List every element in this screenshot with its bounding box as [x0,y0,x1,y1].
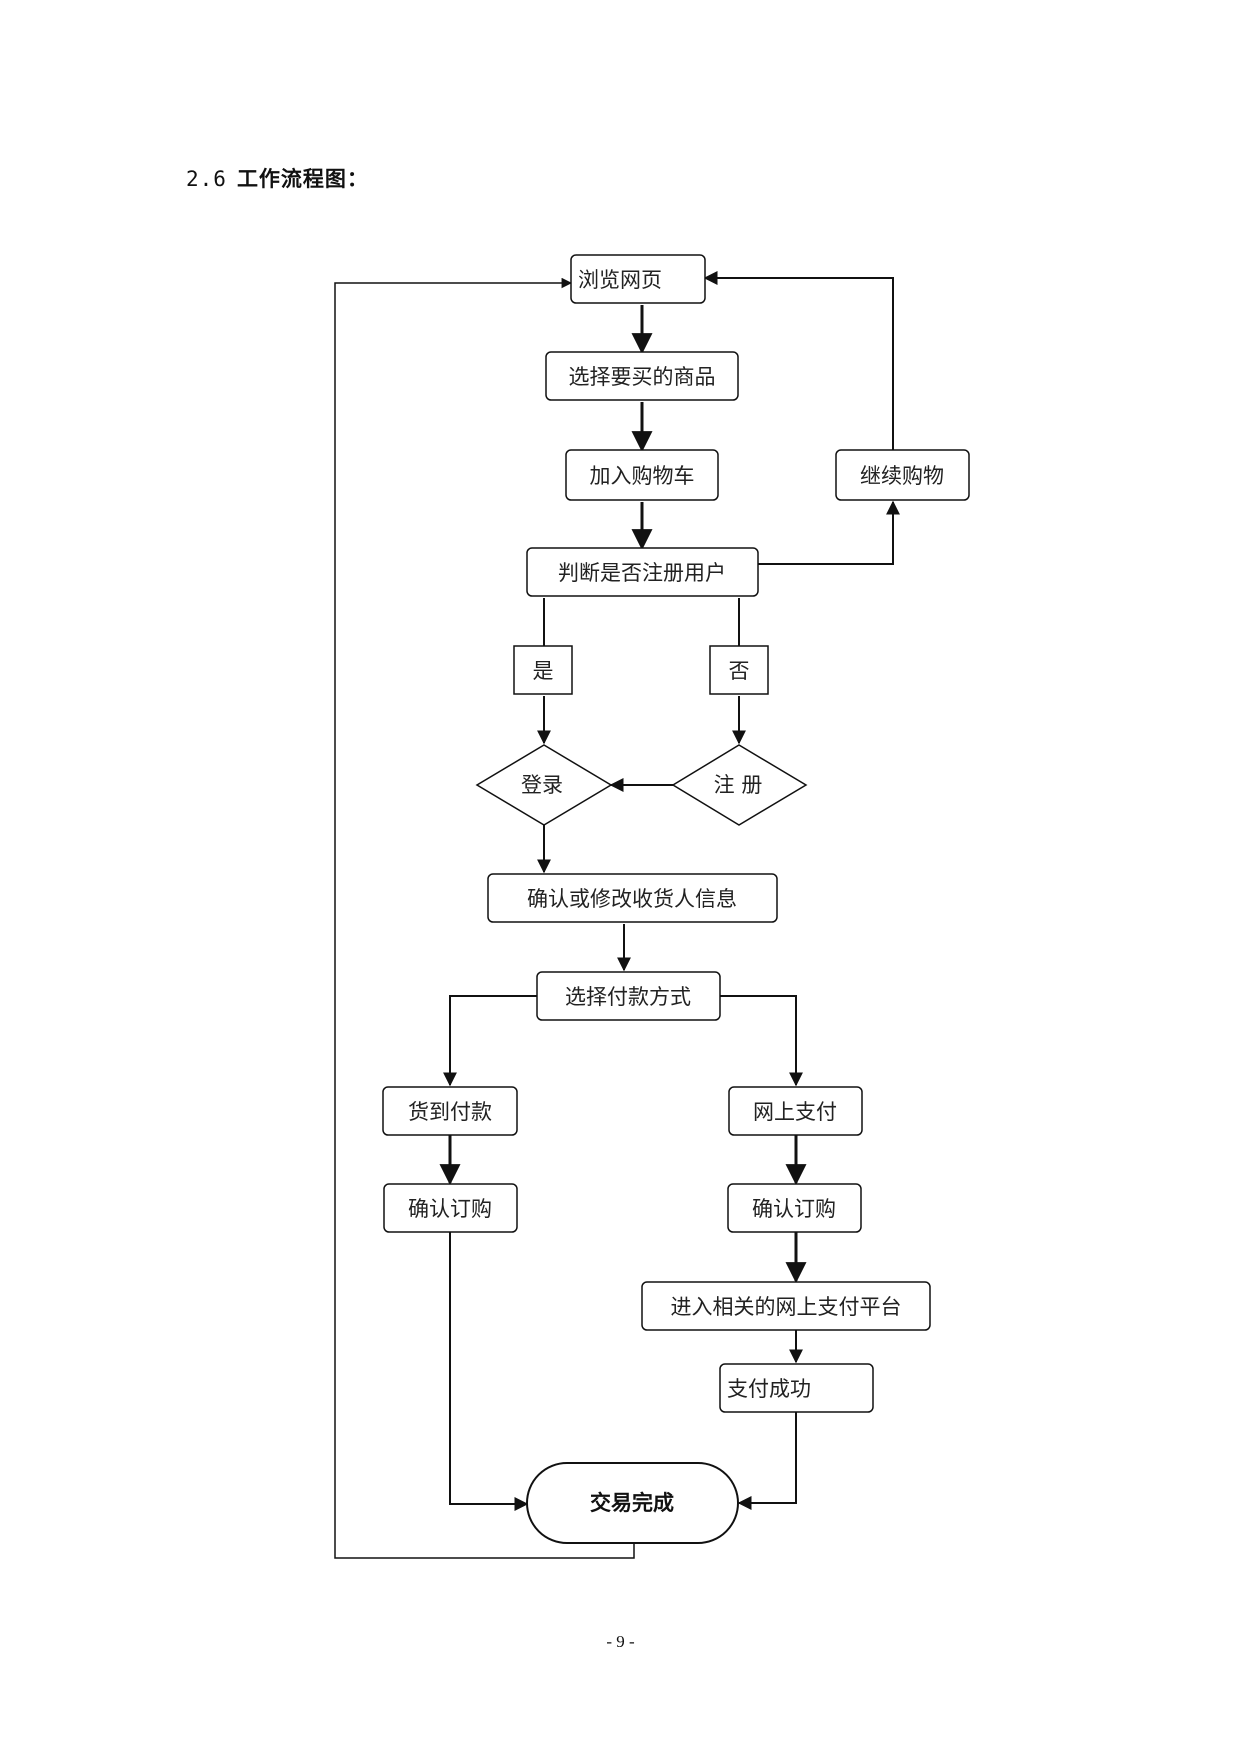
section-number: 2.6 [186,167,227,191]
node-select-goods-label: 选择要买的商品 [569,365,716,389]
node-add-cart-box [565,449,719,501]
arrow-success-to-done [737,1412,797,1510]
node-cod-box [382,1086,518,1136]
node-register-diamond [671,744,808,826]
page-number: - 9 - [606,1632,635,1651]
node-cod-label: 货到付款 [408,1100,492,1124]
arrow-payment-to-cod [443,995,537,1087]
arrow-continue-to-browse [703,271,894,450]
node-online-pay-box [728,1086,863,1136]
node-select-payment-box [536,971,721,1021]
section-title: 工作流程图： [236,167,369,191]
node-login-label: 登录 [521,773,563,797]
node-done-terminal [526,1462,739,1544]
node-pay-success-label: 支付成功 [727,1377,811,1401]
node-confirm-order-right-box [727,1183,862,1233]
node-no-label: 否 [729,659,750,683]
node-confirm-receiver-box [487,873,778,923]
node-continue-shopping-box [835,449,970,501]
node-confirm-order-right-label: 确认订购 [752,1197,836,1221]
node-add-cart-label: 加入购物车 [590,464,695,488]
node-select-payment-label: 选择付款方式 [565,985,691,1009]
node-done-label: 交易完成 [590,1491,674,1515]
node-confirm-order-left-box [383,1183,518,1233]
node-yes-label: 是 [533,659,554,683]
node-check-registered-label: 判断是否注册用户 [558,561,726,585]
node-yes-box [513,645,573,695]
arrow-left-confirm-to-done [449,1232,529,1511]
node-select-goods-box [545,351,739,401]
node-enter-platform-box [641,1281,931,1331]
section-heading: 2.6 工作流程图： [186,163,369,193]
node-confirm-receiver-label: 确认或修改收货人信息 [527,887,737,911]
node-online-pay-label: 网上支付 [753,1100,837,1124]
node-enter-platform-label: 进入相关的网上支付平台 [671,1295,902,1319]
node-login-diamond [475,744,613,826]
node-continue-shopping-label: 继续购物 [860,464,944,488]
arrow-payment-to-online [720,995,803,1087]
node-browse-box [570,254,706,304]
node-confirm-order-left-label: 确认订购 [408,1197,492,1221]
arrow-check-to-continue [757,500,900,565]
node-register-label: 注 册 [714,773,763,797]
node-check-registered-box [526,547,759,597]
node-browse-label: 浏览网页 [578,268,662,292]
arrow-done-to-browse [334,277,635,1559]
node-pay-success-box [719,1363,874,1413]
node-no-box [709,645,769,695]
